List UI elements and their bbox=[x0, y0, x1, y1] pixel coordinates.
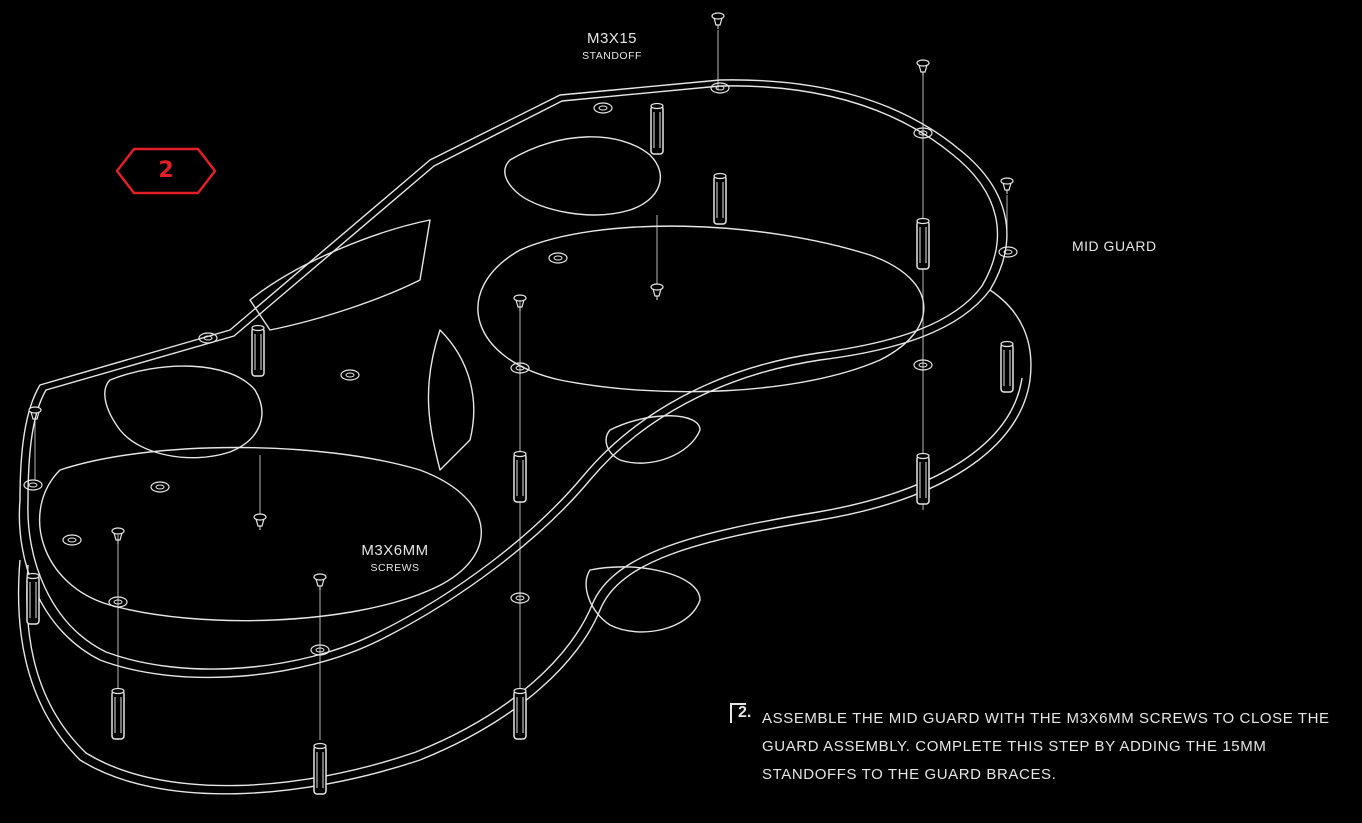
step-number: 2 bbox=[158, 158, 174, 183]
standoff-callout: M3x15 standoff bbox=[562, 30, 662, 62]
bottom-frame-plate bbox=[17, 289, 1032, 795]
mid-guard-label: MID GUARD bbox=[1072, 238, 1157, 254]
top-frame-plate bbox=[18, 79, 1008, 679]
standoff-spec-label: M3x15 bbox=[586, 30, 638, 47]
instruction-bracket bbox=[730, 703, 746, 723]
step-badge-outline bbox=[115, 147, 217, 195]
standoff-name-label: standoff bbox=[582, 50, 642, 62]
instruction-block: 2. Assemble the mid guard with the M3x6m… bbox=[730, 703, 1329, 823]
screw-spec-label: M3x6mm bbox=[361, 542, 429, 559]
exploded-guard-assembly-diagram bbox=[17, 12, 1032, 795]
step-badge: 2 bbox=[114, 146, 218, 196]
screw-group bbox=[28, 12, 1014, 591]
instruction-text: Assemble the mid guard with the M3x6mm s… bbox=[762, 710, 1330, 783]
screw-name-label: screws bbox=[370, 562, 420, 574]
screws-callout: M3x6mm screws bbox=[345, 542, 445, 574]
instruction-number: 2. bbox=[738, 704, 752, 721]
assembly-guide-lines bbox=[34, 30, 1008, 740]
